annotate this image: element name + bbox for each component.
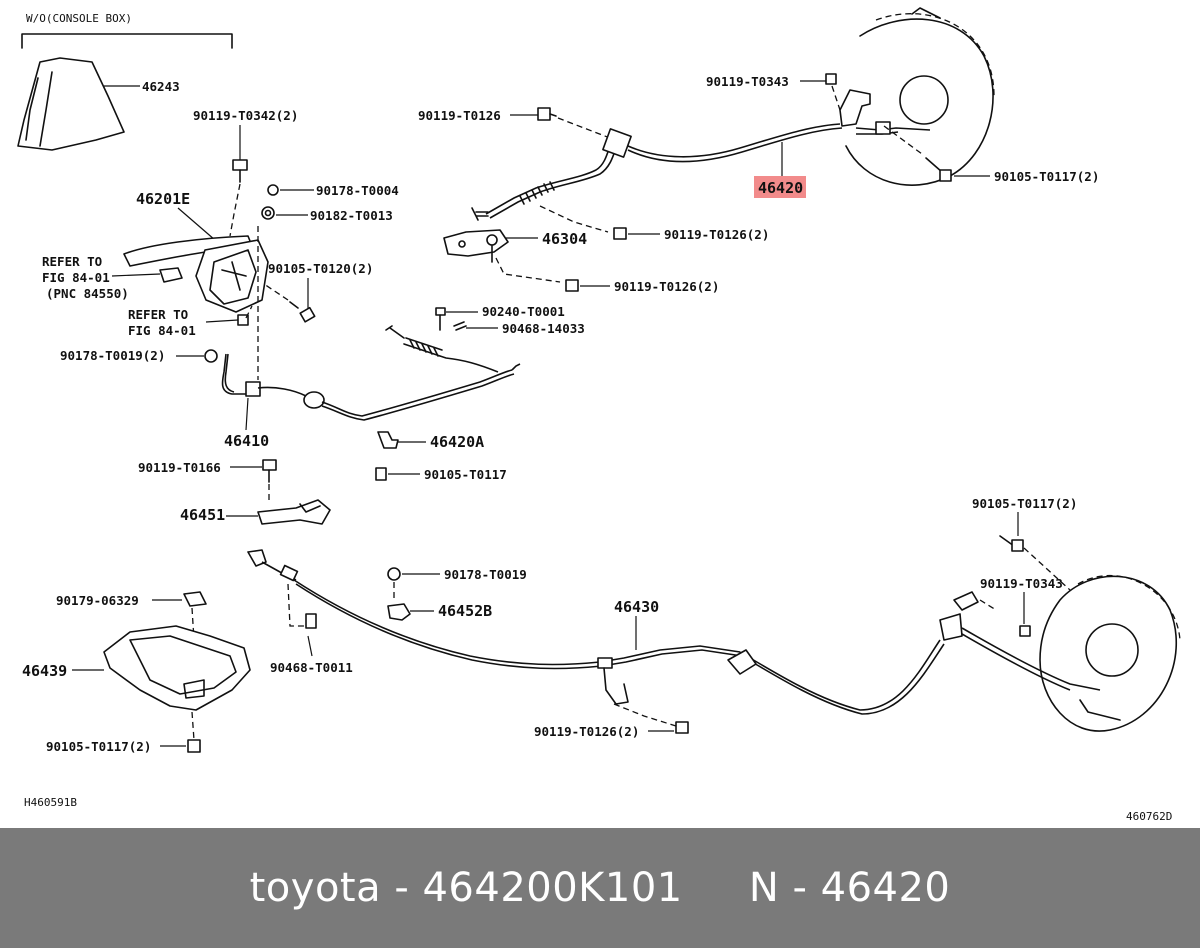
- pin-90240-T0001: [435, 307, 446, 331]
- label-90119-T0166: 90119-T0166: [138, 460, 221, 475]
- label-46452B: 46452B: [438, 602, 492, 620]
- refer1-line2[interactable]: FIG 84-01: [42, 270, 110, 285]
- clip-90468-T0011: [305, 613, 317, 629]
- bolt-90105-T0120: [289, 301, 316, 323]
- nut-90119-T0343-bottom: [1019, 625, 1031, 637]
- bolt-90119-T0126-2-b: [565, 279, 579, 292]
- label-90468-14033: 90468-14033: [502, 321, 585, 336]
- label-90178-T0004: 90178-T0004: [316, 183, 399, 198]
- part-46420-cable[interactable]: [471, 89, 931, 221]
- part-46304-bracket[interactable]: [443, 229, 509, 263]
- label-46201E: 46201E: [136, 190, 190, 208]
- label-90105-T0117: 90105-T0117: [424, 467, 507, 482]
- parking-brake-cable-diagram: W/O(CONSOLE BOX) 46243 90119-T0342(2) 90…: [17, 7, 1181, 823]
- part-46439-plate[interactable]: [103, 625, 251, 711]
- label-90182-T0013: 90182-T0013: [310, 208, 393, 223]
- label-46420: 46420: [758, 179, 803, 197]
- console-note-group: W/O(CONSOLE BOX): [21, 12, 233, 49]
- part-46452B-clip[interactable]: [387, 603, 411, 621]
- bolt-90105-T0117-top: [925, 157, 952, 182]
- label-90119-T0126-2-c: 90119-T0126(2): [534, 724, 639, 739]
- nut-90178-T0004: [267, 184, 279, 196]
- bolt-90105-T0117-mid: [375, 467, 387, 481]
- label-90119-T0343-bottom: 90119-T0343: [980, 576, 1063, 591]
- label-90119-T0126-2-b: 90119-T0126(2): [614, 279, 719, 294]
- footer-text: toyota - 464200K101 N - 46420: [249, 865, 951, 911]
- nut-90178-T0019-2: [204, 349, 218, 363]
- console-note-bracket: [21, 33, 233, 49]
- highlight-46420: [754, 176, 806, 198]
- label-90179-06329: 90179-06329: [56, 593, 139, 608]
- bolt-90105-T0117-2-right: [999, 535, 1024, 552]
- part-number-footer: toyota - 464200K101 N - 46420: [0, 828, 1200, 948]
- label-90105-T0120: 90105-T0120(2): [268, 261, 373, 276]
- bolt-90119-T0342: [232, 159, 248, 183]
- nut-90119-T0343-top: [825, 73, 837, 85]
- bolt-90119-T0166: [262, 459, 277, 483]
- label-46439: 46439: [22, 662, 67, 680]
- part-46243-boot[interactable]: [17, 57, 125, 151]
- label-90178-T0019: 90178-T0019: [444, 567, 527, 582]
- nut-90178-T0019: [387, 567, 401, 581]
- bolt-90105-T0117-bottom: [187, 739, 201, 753]
- part-46201E-lever[interactable]: [123, 235, 269, 313]
- label-90119-T0343-top: 90119-T0343: [706, 74, 789, 89]
- label-46430: 46430: [614, 598, 659, 616]
- label-46420A: 46420A: [430, 433, 484, 451]
- label-90119-T0342: 90119-T0342(2): [193, 108, 298, 123]
- label-90119-T0126-2-a: 90119-T0126(2): [664, 227, 769, 242]
- part-46430-cable[interactable]: [247, 549, 1101, 715]
- refer2-line1[interactable]: REFER TO: [128, 307, 188, 322]
- refer1-line1[interactable]: REFER TO: [42, 254, 102, 269]
- label-46410: 46410: [224, 432, 269, 450]
- code-left: H460591B: [24, 796, 77, 809]
- bolt-refer2: [237, 314, 249, 326]
- bolt-90119-T0126-2-c: [675, 721, 689, 734]
- rear-brake-drum-left-bottom: [1039, 574, 1181, 732]
- label-90105-T0117-2-bottom: 90105-T0117(2): [46, 739, 151, 754]
- refer2-line2[interactable]: FIG 84-01: [128, 323, 196, 338]
- clip-90468-14033: [453, 321, 467, 331]
- part-46410-front-cable[interactable]: [221, 325, 521, 421]
- label-46451: 46451: [180, 506, 225, 524]
- code-right: 460762D: [1126, 810, 1172, 823]
- part-46451-bracket[interactable]: [257, 499, 331, 525]
- label-90240-T0001: 90240-T0001: [482, 304, 565, 319]
- label-90178-T0019-2: 90178-T0019(2): [60, 348, 165, 363]
- label-46304: 46304: [542, 230, 587, 248]
- label-90468-T0011: 90468-T0011: [270, 660, 353, 675]
- nut-90182-T0013: [261, 206, 275, 220]
- label-46243: 46243: [142, 79, 180, 94]
- label-90105-T0117-2-right: 90105-T0117(2): [972, 496, 1077, 511]
- nut-90179-06329: [183, 591, 207, 607]
- label-90105-T0117-2-top: 90105-T0117(2): [994, 169, 1099, 184]
- label-90119-T0126: 90119-T0126: [418, 108, 501, 123]
- bolt-90119-T0126-top: [537, 107, 557, 121]
- part-46420A-clip[interactable]: [377, 431, 399, 449]
- bolt-90119-T0126-2-a: [613, 227, 627, 240]
- console-note-label: W/O(CONSOLE BOX): [26, 12, 132, 25]
- refer1-line3[interactable]: (PNC 84550): [46, 286, 129, 301]
- rear-brake-drum-right-top: [845, 7, 995, 186]
